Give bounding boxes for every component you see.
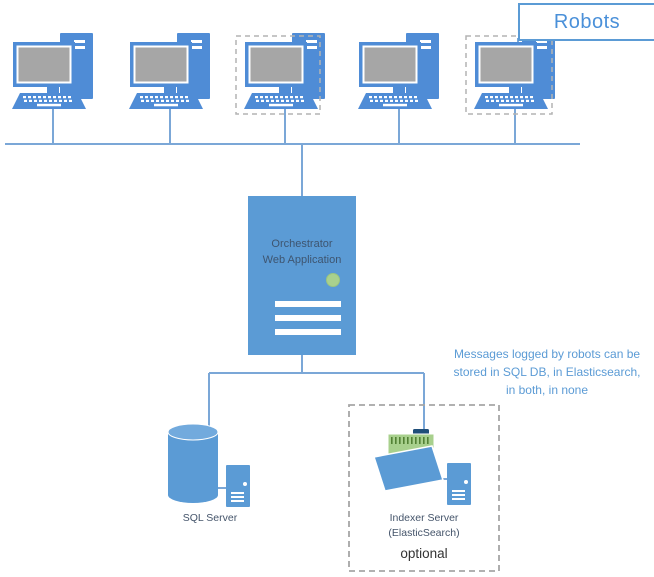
server-slot-bar: [275, 301, 341, 307]
indexer-server-tower-icon[interactable]: [447, 463, 471, 505]
optional-dashed-box[interactable]: [348, 404, 500, 572]
database-icon[interactable]: [167, 423, 219, 503]
computer-icon[interactable]: [358, 33, 439, 109]
robots-callout-box[interactable]: Robots: [518, 3, 654, 41]
server-slot-bar: [275, 329, 341, 335]
optional-label: optional: [400, 546, 448, 561]
selection-dashed-border: [465, 35, 553, 115]
sql-server-tower-icon[interactable]: [226, 465, 250, 507]
status-dot-icon: [326, 273, 340, 287]
computer-icon[interactable]: [129, 33, 210, 109]
computer-icon[interactable]: [12, 33, 93, 109]
server-slot-bar: [275, 315, 341, 321]
folder-icon[interactable]: [373, 429, 444, 492]
computer-icon[interactable]: [474, 33, 555, 109]
sql-server-label: SQL Server: [182, 512, 238, 524]
indexer-server-label: Indexer Server (ElasticSearch): [388, 512, 460, 539]
orchestrator-box[interactable]: Orchestrator Web Application: [248, 196, 356, 355]
orchestrator-label: Orchestrator Web Application: [262, 238, 342, 266]
computer-icon[interactable]: [244, 33, 325, 109]
robots-label: Robots: [553, 10, 621, 33]
logging-note: Messages logged by robots can be stored …: [453, 347, 641, 397]
